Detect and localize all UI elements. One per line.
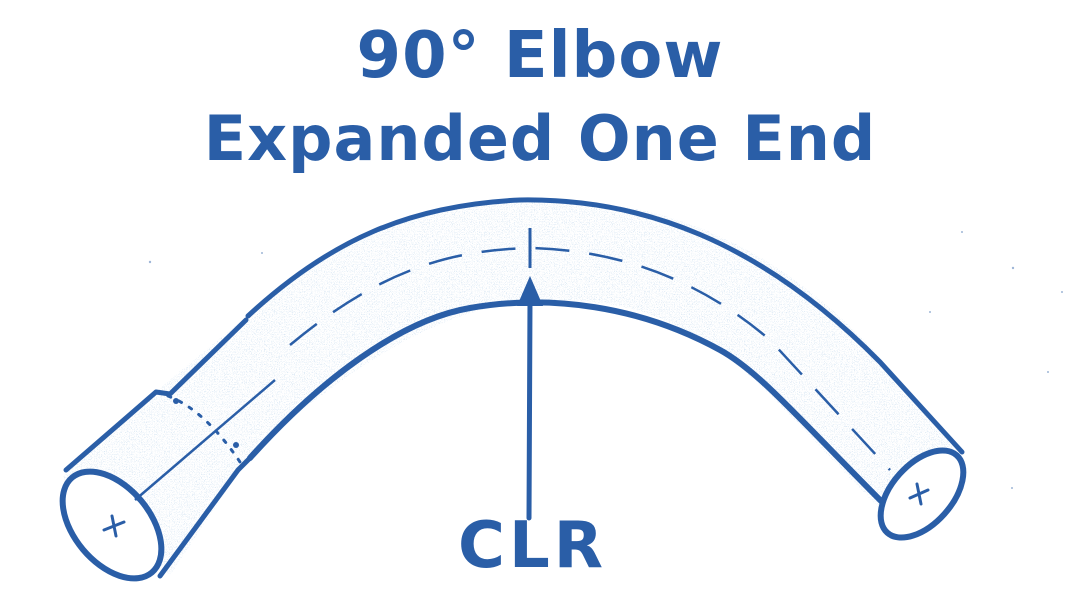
clr-arrow <box>517 276 543 521</box>
expanded-end-top <box>63 317 249 473</box>
pipe-outer-contour <box>245 197 965 455</box>
centerline <box>134 228 891 501</box>
background-specks <box>148 231 1063 489</box>
clr-arrow-shaft <box>526 297 533 521</box>
pipe-shading <box>62 199 960 575</box>
expanded-end-bottom <box>157 455 253 579</box>
clr-arrow-head <box>517 276 543 306</box>
socket-dot-lower <box>233 442 239 448</box>
socket-dot-upper <box>173 398 179 404</box>
title-line-2: Expanded One End <box>203 102 877 175</box>
socket-shoulder <box>166 394 242 464</box>
pipe-inner-contour <box>247 299 888 508</box>
left-opening-cross <box>102 514 126 538</box>
clr-label: CLR <box>458 509 608 583</box>
centerline-left-straight <box>134 379 276 501</box>
title-line-1: 90° Elbow <box>356 19 724 93</box>
right-opening-cross <box>908 482 930 506</box>
elbow-pipe <box>59 197 967 582</box>
centerline-arc <box>289 246 891 471</box>
